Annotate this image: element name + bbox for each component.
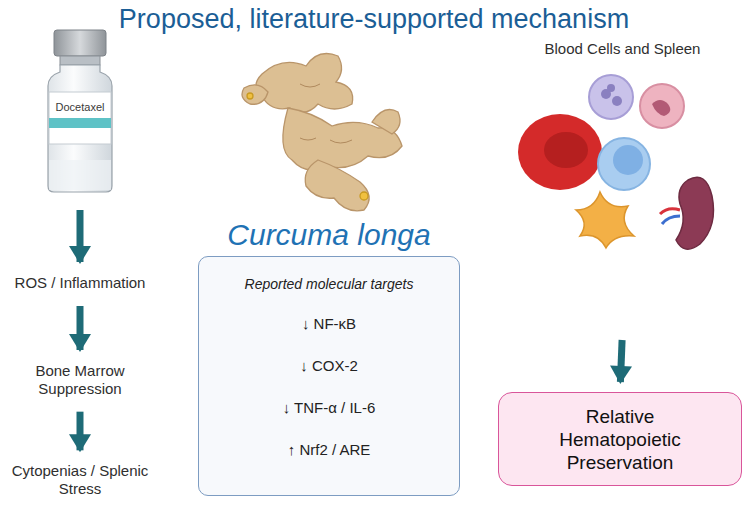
agent-name: Curcuma longa	[227, 216, 430, 256]
process-step: Cytopenias / Splenic Stress	[5, 460, 155, 504]
vial-illustration	[48, 30, 112, 192]
molecular-target: ↓ COX-2	[300, 357, 358, 375]
flow-arrow	[620, 340, 622, 382]
node-label: ROS / Inflammation	[15, 274, 146, 292]
blood-cells-illustration	[518, 75, 714, 249]
flow-arrow	[77, 412, 84, 451]
node-label: Docetaxel	[56, 101, 105, 114]
flow-arrow	[77, 306, 84, 350]
panel-subtitle: Reported molecular targets	[245, 275, 414, 293]
molecular-target: ↓ TNF-α / IL-6	[283, 399, 376, 417]
molecular-target: ↓ NF-κB	[302, 315, 356, 333]
molecular-target: ↑ Nrf2 / ARE	[288, 441, 371, 459]
node-label: Blood Cells and Spleen	[545, 40, 701, 58]
ginger-illustration	[242, 54, 402, 211]
targets-box: Reported molecular targets ↓ NF-κB ↓ COX-2…	[198, 256, 460, 496]
process-step: Bone Marrow Suppression	[5, 360, 155, 402]
diagram-title: Proposed, literature-supported mechanism	[0, 4, 748, 35]
target-group: Blood Cells and Spleen	[500, 30, 745, 330]
flow-arrow	[77, 210, 84, 262]
drug-vial: Docetaxel	[45, 25, 115, 200]
agent-panel: Curcuma longaReported molecular targets ↓…	[196, 216, 462, 500]
node-label: Cytopenias / Splenic Stress	[5, 462, 155, 498]
process-step: ROS / Inflammation	[5, 272, 155, 296]
outcome-label: Relative Hematopoietic Preservation	[545, 405, 695, 474]
outcome-box: Relative Hematopoietic Preservation	[498, 392, 742, 486]
node-label: Bone Marrow Suppression	[5, 362, 155, 398]
